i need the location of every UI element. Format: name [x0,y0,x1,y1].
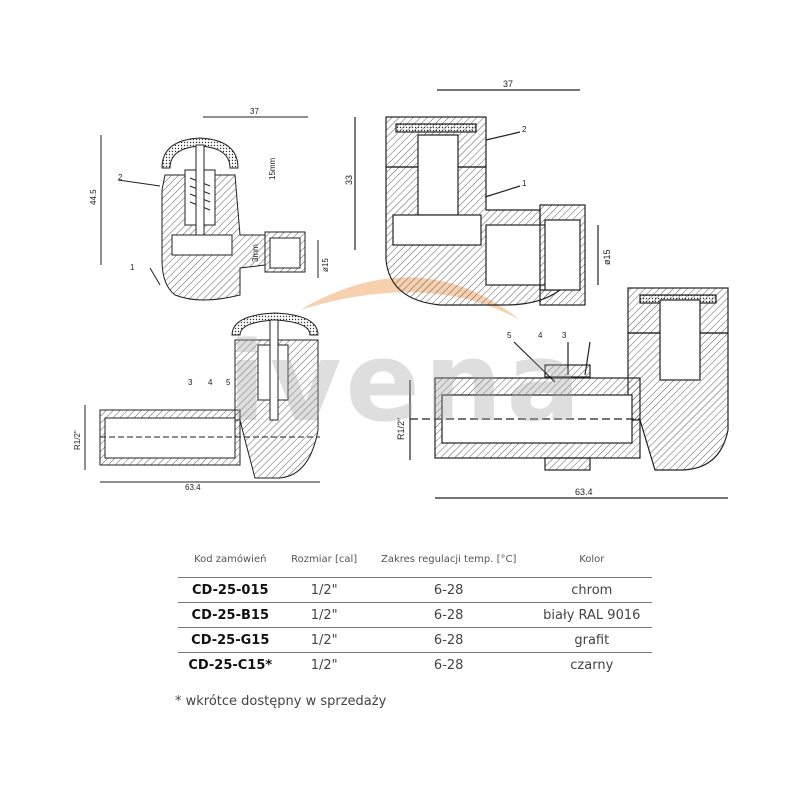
part-label: 4 [208,378,213,387]
cell-size: 1/2" [282,602,366,628]
cell-color: chrom [531,577,652,603]
dim-length: 63.4 [575,487,593,497]
part-label: 4 [538,331,543,340]
col-header-code: Kod zamówień [194,554,267,565]
part-label: 5 [507,331,512,340]
part-label: 2 [522,125,527,134]
cell-code: CD-25-G15 [178,627,283,653]
dim-height: 44.5 [89,189,98,205]
dim-thread: R1/2" [73,430,82,450]
dim-gap: 3mm [251,244,260,262]
large-straight-valve-drawing [409,287,729,499]
table-row: CD-25-B15 1/2" 6-28 biały RAL 9016 [178,602,652,628]
col-header-size: Rozmiar [cal] [291,554,358,565]
part-label: 1 [130,263,135,272]
part-label: 2 [118,173,123,182]
dim-diameter: ø15 [321,258,330,272]
cell-color: czarny [531,652,652,677]
table-header-row: Kod zamówień Rozmiar [cal] Zakres regula… [178,550,652,578]
brand-watermark: ivena [228,318,585,446]
cell-code: CD-25-B15 [178,602,283,628]
technical-drawings: 37 44.5 15mm 3mm ø15 1 2 R1/2" 63.4 3 4 … [73,79,729,499]
cell-temp: 6-28 [365,602,532,628]
cell-size: 1/2" [282,577,366,603]
table-row: CD-25-015 1/2" 6-28 chrom [178,577,652,603]
dim-diameter: ø15 [602,249,612,265]
footnote: * wkrótce dostępny w sprzedaży [175,694,387,709]
cell-color: biały RAL 9016 [531,602,652,628]
part-label: 5 [226,378,231,387]
dim-length: 63.4 [185,483,201,492]
cell-code: CD-25-C15* [178,652,283,677]
dim-width: 37 [503,79,513,89]
cell-size: 1/2" [282,627,366,653]
dim-height: 33 [344,175,354,185]
small-straight-valve-drawing [84,312,320,483]
table-row: CD-25-C15* 1/2" 6-28 czarny [178,652,652,677]
table-row: CD-25-G15 1/2" 6-28 grafit [178,627,652,653]
cell-temp: 6-28 [365,577,532,603]
large-angle-valve-drawing [354,89,599,306]
cell-code: CD-25-015 [178,577,283,603]
part-label: 3 [188,378,193,387]
cell-size: 1/2" [282,652,366,677]
col-header-color: Kolor [579,554,605,565]
cell-temp: 6-28 [365,627,532,653]
part-label: 3 [562,331,567,340]
product-table: Kod zamówień Rozmiar [cal] Zakres regula… [178,550,652,677]
part-label: 1 [522,179,527,188]
cell-color: grafit [531,627,652,653]
dim-width: 37 [250,107,259,116]
dim-stroke: 15mm [268,157,277,180]
col-header-temp: Zakres regulacji temp. [°C] [380,554,517,565]
cell-temp: 6-28 [365,652,532,677]
small-angle-valve-drawing [100,116,319,301]
dim-thread: R1/2" [396,418,406,440]
